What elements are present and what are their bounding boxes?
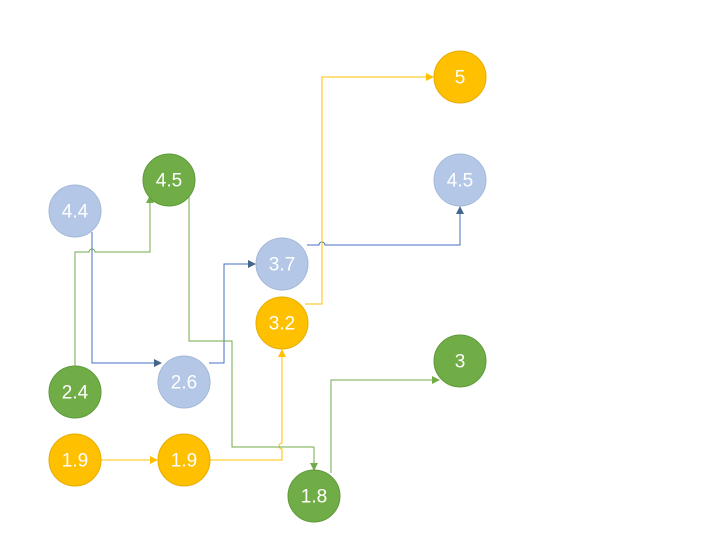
node-n-32: 3.2 [255, 296, 309, 350]
node-circle [433, 50, 487, 104]
node-label: 3.2 [269, 314, 295, 335]
node-label: 2.6 [171, 373, 197, 394]
edge-1.9-to-3.2 [209, 349, 286, 461]
edges-layer [74, 73, 464, 473]
node-circle [157, 355, 211, 409]
node-label: 4.5 [447, 171, 473, 192]
edge-3.7-to-4.5 [307, 206, 464, 246]
node-circle [48, 365, 102, 419]
node-circle [255, 237, 309, 291]
node-circle [48, 433, 102, 487]
node-n-19a: 1.9 [48, 433, 102, 487]
node-n-3: 3 [433, 334, 487, 388]
node-circle [48, 184, 102, 238]
edge-1.8-to-3 [330, 376, 440, 473]
node-label: 3.7 [269, 255, 295, 276]
node-label: 5 [455, 68, 466, 89]
node-n-45g: 4.5 [142, 153, 196, 207]
edge-3.2-to-5 [305, 73, 434, 305]
node-circle [142, 153, 196, 207]
edge-2.6-to-3.7 [209, 260, 256, 364]
node-n-26: 2.6 [157, 355, 211, 409]
node-label: 4.5 [156, 171, 182, 192]
nodes-layer: 4.4 4.5 2.4 1.9 2.6 1.9 3.7 3.2 1.8 5 4.5 3 [48, 50, 487, 523]
edge-4.4-to-2.6 [91, 232, 162, 367]
node-n-19b: 1.9 [157, 433, 211, 487]
node-n-44: 4.4 [48, 184, 102, 238]
node-circle [157, 433, 211, 487]
node-circle [433, 153, 487, 207]
node-circle [287, 469, 341, 523]
node-label: 2.4 [62, 383, 89, 404]
node-circle [255, 296, 309, 350]
node-label: 1.9 [171, 451, 197, 472]
node-label: 1.8 [301, 487, 327, 508]
node-label: 1.9 [62, 451, 88, 472]
node-n-18: 1.8 [287, 469, 341, 523]
node-n-37: 3.7 [255, 237, 309, 291]
node-n-24: 2.4 [48, 365, 102, 419]
node-n-45b: 4.5 [433, 153, 487, 207]
node-label: 4.4 [62, 202, 89, 223]
edge-4.5-to-1.8 [188, 196, 318, 471]
node-circle [433, 334, 487, 388]
node-label: 3 [455, 352, 466, 373]
node-n-5: 5 [433, 50, 487, 104]
